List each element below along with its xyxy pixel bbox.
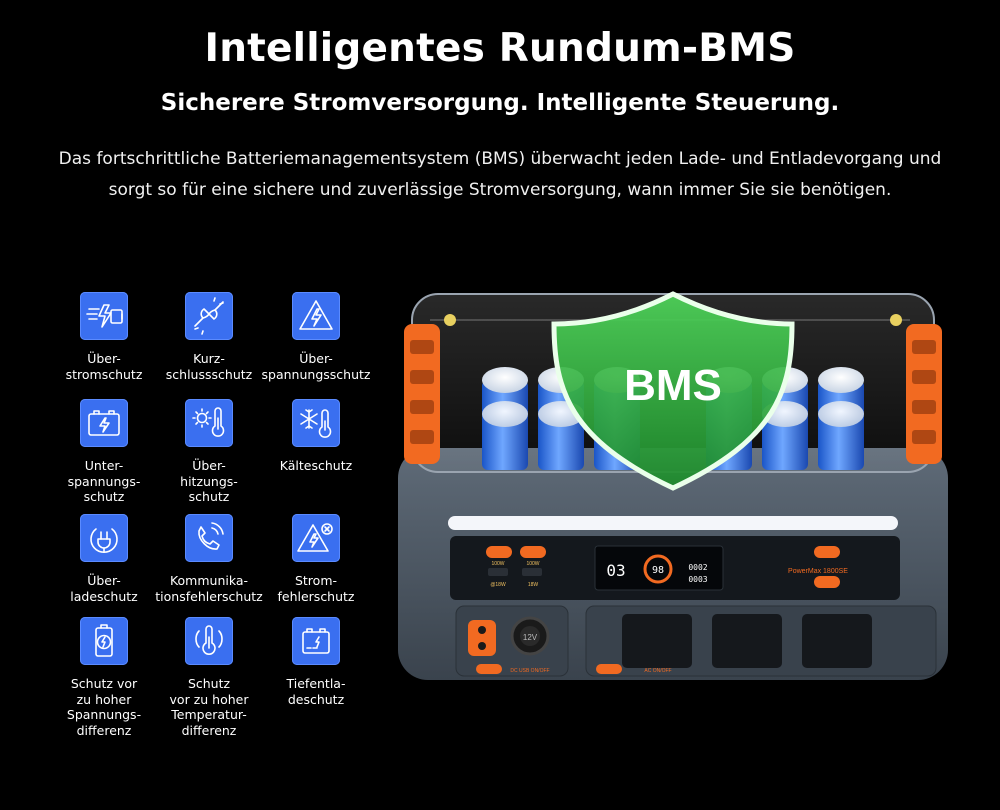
port-label: 18W (528, 582, 539, 588)
feature-label: Schutz vor zu hoher Temperatur- differen… (169, 676, 249, 738)
feature-label: Unter- spannungs- schutz (67, 458, 141, 504)
port-label: 100W (526, 561, 539, 567)
feature-overvoltage: Über- spannungsschutz (256, 292, 376, 382)
feature-label: Kurz- schlussschutz (165, 351, 253, 382)
feature-label: Strom- fehlerschutz (277, 573, 355, 604)
ac-outlet-1[interactable] (622, 614, 692, 668)
power-station-svg: BMS 100W 100W @18W 18W 03 98 0002 0003 P… (398, 291, 948, 680)
feature-label: Über- stromschutz (65, 351, 143, 382)
feature-communication-error: Kommunika- tionsfehlerschutz (149, 514, 269, 604)
page-title: Intelligentes Rundum-BMS (204, 26, 796, 71)
feature-grid: Über- stromschutz Kurz- schlussschutz Üb… (48, 292, 388, 752)
display-left-value: 03 (606, 561, 625, 580)
ac-outlet-2[interactable] (712, 614, 782, 668)
overcurrent-icon (80, 292, 128, 340)
cold-protection-icon (292, 399, 340, 447)
feature-label: Über- ladeschutz (70, 573, 138, 604)
ac-button[interactable] (596, 664, 622, 674)
feature-label: Tiefentla- deschutz (286, 676, 346, 707)
feature-overtemperature: Über- hitzungs- schutz (149, 399, 269, 505)
short-circuit-icon (185, 292, 233, 340)
feature-overcharge: Über- ladeschutz (44, 514, 164, 604)
page-subtitle: Sicherere Stromversorgung. Intelligente … (160, 90, 840, 116)
display-right-top: 0002 (688, 563, 707, 572)
feature-power-fault: Strom- fehlerschutz (256, 514, 376, 604)
ac-outlet-3[interactable] (802, 614, 872, 668)
power-button[interactable] (814, 576, 840, 588)
overtemperature-icon (185, 399, 233, 447)
feature-overcurrent: Über- stromschutz (44, 292, 164, 382)
feature-label: Schutz vor zu hoher Spannungs- differenz (66, 676, 142, 738)
usb-a-port-2[interactable] (520, 546, 546, 558)
overcharge-icon (80, 514, 128, 562)
led-light-bar[interactable] (448, 516, 898, 530)
power-station-illustration: BMS 100W 100W @18W 18W 03 98 0002 0003 P… (390, 280, 970, 700)
display-right-bottom: 0003 (688, 575, 707, 584)
communication-error-icon (185, 514, 233, 562)
overvoltage-icon (292, 292, 340, 340)
ac-button-label: AC ON/OFF (644, 668, 671, 674)
dc-button-label: DC USB ON/OFF (510, 668, 549, 674)
temperature-difference-icon (185, 617, 233, 665)
dc-button[interactable] (476, 664, 502, 674)
power-fault-icon (292, 514, 340, 562)
lcd-display (594, 545, 724, 591)
shield-text: BMS (624, 361, 722, 410)
port-label: 100W (491, 561, 504, 567)
feature-undervoltage: Unter- spannungs- schutz (44, 399, 164, 505)
feature-label: Über- hitzungs- schutz (180, 458, 238, 504)
feature-label: Kommunika- tionsfehlerschutz (155, 573, 263, 604)
right-handle (906, 324, 942, 464)
feature-label: Über- spannungsschutz (261, 351, 371, 382)
feature-temperature-difference: Schutz vor zu hoher Temperatur- differen… (149, 617, 269, 738)
car-port-label: 12V (523, 633, 538, 642)
feature-cold-protection: Kälteschutz (256, 399, 376, 474)
feature-deep-discharge: Tiefentla- deschutz (256, 617, 376, 707)
left-handle (404, 324, 440, 464)
model-label: PowerMax 1800SE (788, 568, 848, 575)
feature-voltage-difference: Schutz vor zu hoher Spannungs- differenz (44, 617, 164, 738)
bms-shield: BMS (551, 291, 795, 491)
usb-c-port[interactable] (814, 546, 840, 558)
deep-discharge-icon (292, 617, 340, 665)
port-label: @18W (490, 582, 506, 588)
feature-short-circuit: Kurz- schlussschutz (149, 292, 269, 382)
feature-label: Kälteschutz (279, 458, 353, 473)
voltage-difference-icon (80, 617, 128, 665)
usb-a-port-1[interactable] (486, 546, 512, 558)
display-percent: 98 (652, 565, 664, 576)
undervoltage-icon (80, 399, 128, 447)
page-description: Das fortschrittliche Batteriemanagements… (58, 149, 942, 200)
